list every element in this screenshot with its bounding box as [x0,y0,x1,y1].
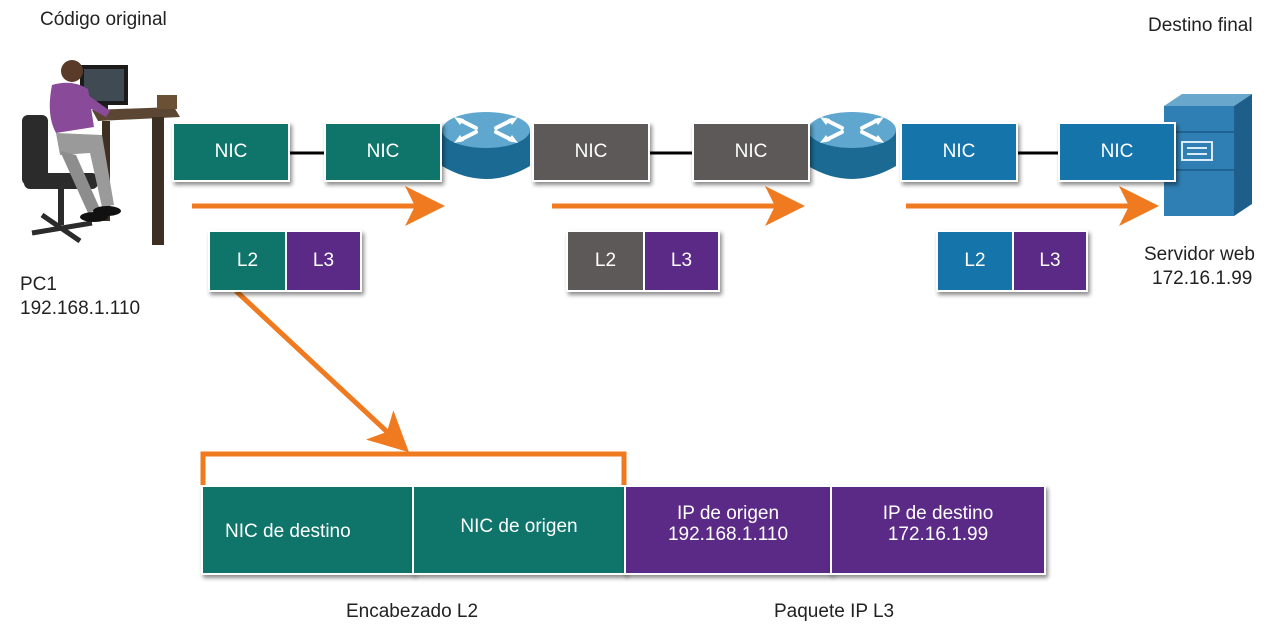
dest-nic-label: NIC de destino [225,521,351,542]
dst-ip-value: 172.16.1.99 [887,524,989,545]
l3-caption: Paquete IP L3 [774,601,895,622]
dst-ip-field: IP de destino 172.16.1.99 [830,485,1046,575]
nic-label: NIC [1100,141,1134,162]
l2-caption: Encabezado L2 [346,601,479,622]
l2-cell: L2 [210,232,287,290]
l3-cell: L3 [645,232,718,290]
src-ip-value: 192.168.1.110 [667,524,789,545]
nic-box: NIC [532,122,650,182]
nic-label: NIC [574,141,608,162]
src-nic-label: NIC de origen [460,516,578,537]
l3-cell: L3 [287,232,360,290]
pc-ip: 192.168.1.110 [20,298,141,319]
zoom-arrow [234,289,409,453]
src-ip-field: IP de origen 192.168.1.110 [624,485,832,575]
nic-box: NIC [900,122,1018,182]
nic-label: NIC [366,141,400,162]
nic-label: NIC [942,141,976,162]
nic-label: NIC [734,141,768,162]
nic-box: NIC [692,122,810,182]
server-ip: 172.16.1.99 [1152,268,1253,289]
packet-segment-3: L2 L3 [936,230,1088,292]
l2-cell: L2 [938,232,1014,290]
l3-cell: L3 [1014,232,1086,290]
dst-ip-title: IP de destino [882,503,994,524]
nic-label: NIC [214,141,248,162]
nic-box: NIC [1058,122,1176,182]
src-nic-field: NIC de origen [412,485,626,575]
packet-segment-2: L2 L3 [566,230,720,292]
router-icon [442,112,530,179]
nic-box: NIC [324,122,442,182]
packet-segment-1: L2 L3 [208,230,362,292]
server-name: Servidor web [1144,244,1255,265]
l2-bracket [200,451,627,485]
dest-nic-field: NIC de destino [201,485,414,575]
nic-box: NIC [172,122,290,182]
destination-title: Destino final [1148,15,1253,36]
router-icon [808,112,896,179]
src-ip-title: IP de origen [676,503,780,524]
pc-name: PC1 [20,274,57,295]
l2-cell: L2 [568,232,645,290]
pc-user-icon [22,60,180,245]
source-title: Código original [40,9,167,30]
